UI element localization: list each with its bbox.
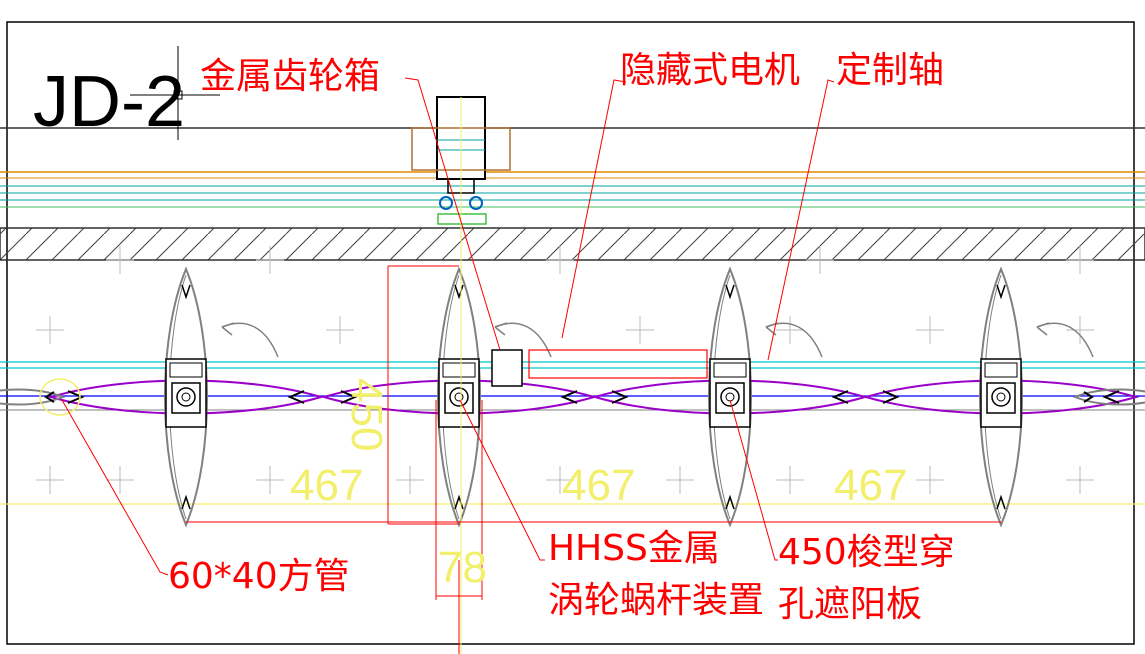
callout-gearbox: 金属齿轮箱 <box>200 56 380 97</box>
louver-1 <box>50 268 322 526</box>
dim-blade-height: 450 <box>342 378 391 451</box>
callout-motor: 隐藏式电机 <box>620 50 800 91</box>
dim-spacing-1: 467 <box>290 461 363 510</box>
dim-width: 78 <box>438 543 487 592</box>
callout-blade-line-2: 孔遮阳板 <box>778 584 922 625</box>
louver-3 <box>594 268 866 526</box>
callout-tube: 60*40方管 <box>168 556 350 597</box>
drawing-frame <box>6 21 1135 645</box>
crosshair-marker <box>130 46 220 140</box>
dim-spacing-3: 467 <box>834 461 907 510</box>
top-track <box>0 127 1145 208</box>
leader-lines <box>61 77 835 576</box>
callout-worm-line-2: 涡轮蜗杆装置 <box>548 580 764 621</box>
dim-spacing-2: 467 <box>562 461 635 510</box>
callout-shaft: 定制轴 <box>836 50 944 91</box>
hatched-beam <box>0 227 1145 261</box>
gearbox-assembly <box>411 96 511 654</box>
callout-blade-line-1: 450梭型穿 <box>778 532 955 573</box>
motor-assembly <box>491 349 708 387</box>
drawing-title: JD-2 <box>33 62 185 142</box>
dimension-lines <box>39 265 1001 654</box>
callout-worm-line-1: HHSS金属 <box>548 528 720 569</box>
